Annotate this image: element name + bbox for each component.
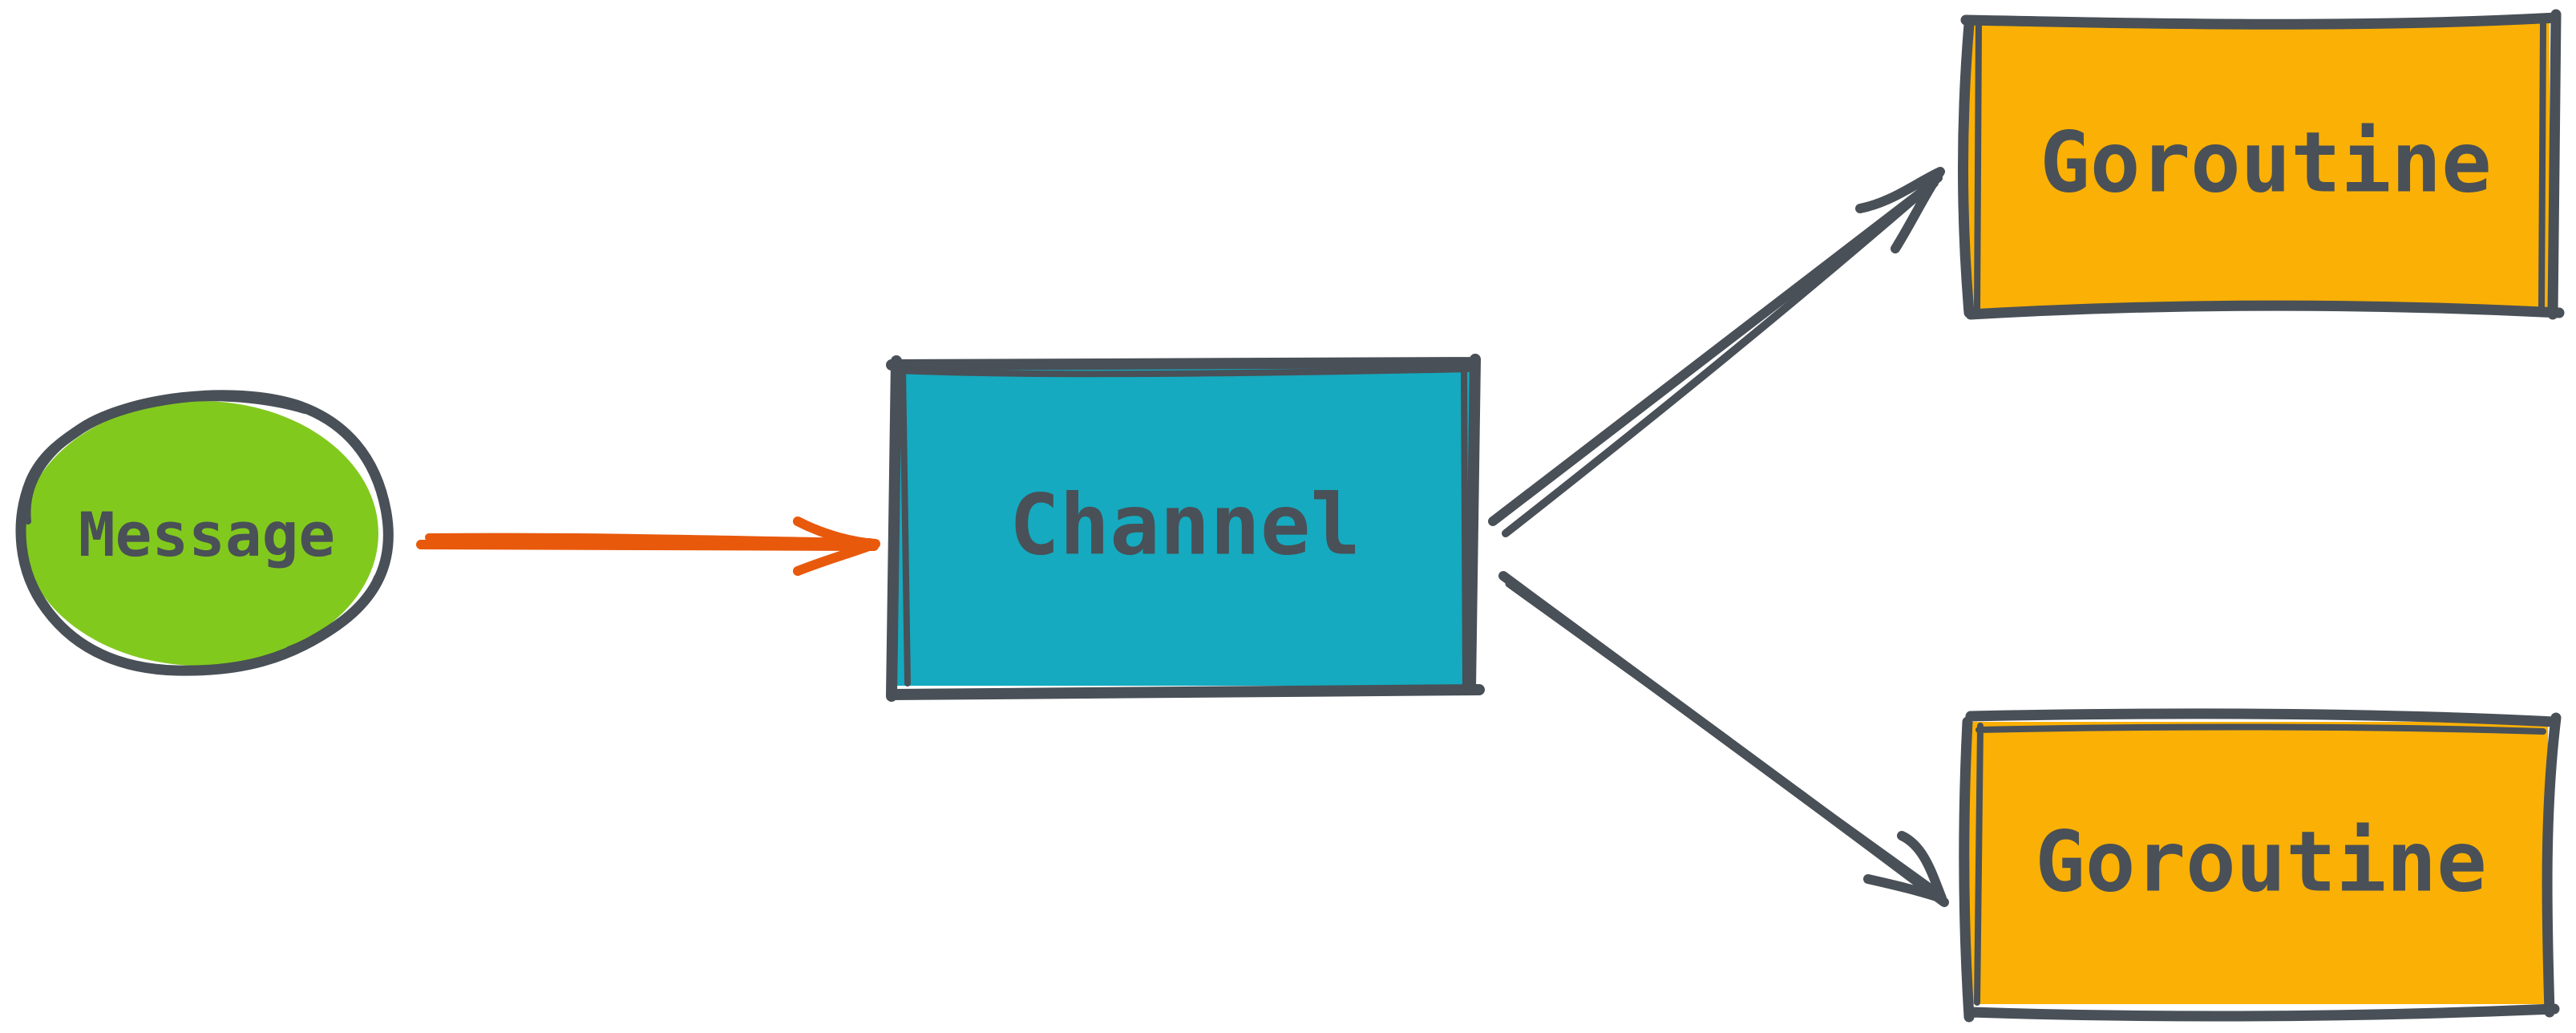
message-node-outline-sketch: [24, 395, 380, 653]
edge-channel-to-goroutine-bottom: [1498, 571, 1949, 907]
edge-channel-to-goroutine-bottom-line-sketch: [1505, 580, 1936, 893]
channel-label: Channel: [1009, 476, 1361, 573]
edge-channel-to-goroutine-top-line: [1488, 178, 1939, 526]
channel-node-outline: [886, 354, 1485, 702]
edge-message-to-channel: [416, 516, 880, 576]
edge-channel-to-goroutine-top-arrowhead: [1855, 167, 1945, 253]
goroutine-top-label: Goroutine: [2040, 113, 2492, 211]
goroutine-top-node-outline: [1958, 9, 2565, 320]
goroutine-top-node[interactable]: Goroutine: [1958, 9, 2565, 320]
edge-channel-to-goroutine-top-line-sketch: [1502, 174, 1943, 537]
goroutine-bottom-node-outline: [1959, 708, 2562, 1023]
edge-message-to-channel-line: [416, 540, 879, 551]
goroutine-bottom-node-fill: [1969, 722, 2548, 1004]
channel-node-fill: [896, 365, 1472, 686]
goroutine-bottom-label: Goroutine: [2035, 812, 2487, 910]
message-label: Message: [79, 499, 335, 570]
edge-channel-to-goroutine-top: [1488, 167, 1945, 537]
goroutine-bottom-node[interactable]: Goroutine: [1959, 708, 2562, 1023]
channel-node-outline-sketch: [895, 364, 1475, 689]
edge-message-to-channel-arrowhead: [793, 516, 880, 576]
message-node-fill: [22, 401, 378, 666]
goroutine-bottom-node-outline-sketch: [1974, 723, 2546, 1006]
edge-message-to-channel-line-sketch: [425, 533, 874, 546]
message-node[interactable]: Message: [15, 390, 394, 676]
goroutine-top-node-fill: [1966, 22, 2550, 310]
edge-channel-to-goroutine-bottom-arrowhead: [1863, 831, 1947, 903]
channel-node[interactable]: Channel: [886, 354, 1485, 702]
goroutine-top-node-outline-sketch: [1974, 21, 2546, 314]
